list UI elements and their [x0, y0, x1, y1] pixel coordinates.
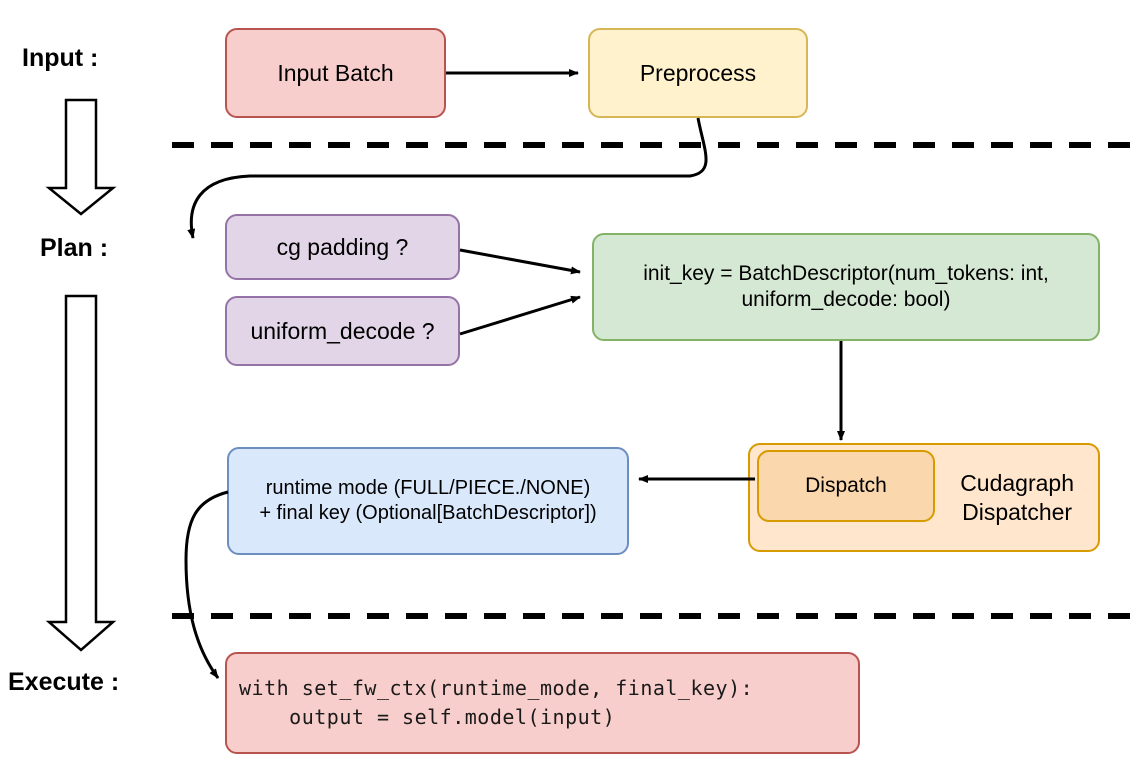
- flow-arrow-plan-to-execute: [45, 294, 117, 652]
- stage-label-input: Input :: [22, 44, 99, 72]
- edge-uniform-decode-to-init-key: [459, 295, 581, 336]
- node-runtime-mode[interactable]: runtime mode (FULL/PIECE./NONE) + final …: [227, 447, 629, 555]
- edge-runtime-mode-to-code-block: [184, 490, 229, 679]
- node-input-batch[interactable]: Input Batch: [225, 28, 446, 118]
- node-init-key[interactable]: init_key = BatchDescriptor(num_tokens: i…: [592, 233, 1100, 341]
- node-uniform-decode[interactable]: uniform_decode ?: [225, 296, 460, 366]
- stage-label-plan: Plan :: [40, 234, 109, 262]
- edge-cg-padding-to-init-key: [459, 248, 581, 275]
- node-cg-padding[interactable]: cg padding ?: [225, 214, 460, 280]
- node-preprocess[interactable]: Preprocess: [588, 28, 808, 118]
- code-block-text: with set_fw_ctx(runtime_mode, final_key)…: [239, 676, 754, 729]
- flow-arrow-input-to-plan: [45, 98, 117, 216]
- node-code-block[interactable]: with set_fw_ctx(runtime_mode, final_key)…: [225, 652, 860, 754]
- stage-label-execute: Execute :: [8, 668, 120, 696]
- node-dispatch[interactable]: Dispatch: [757, 450, 935, 522]
